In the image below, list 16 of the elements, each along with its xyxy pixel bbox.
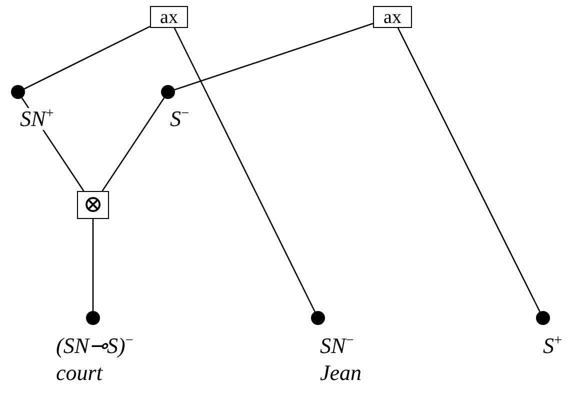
connector-line	[102, 97, 165, 192]
formula-label: SN$^{+}$	[20, 108, 54, 130]
connector-line	[174, 22, 374, 90]
connector-line	[24, 26, 150, 90]
node-dot	[536, 311, 550, 325]
node-dot	[161, 85, 175, 99]
node-dot	[311, 311, 325, 325]
connector-line	[92, 219, 94, 311]
formula-label: (SN⊸S)$^{−}$	[56, 335, 134, 357]
node-dot	[86, 311, 100, 325]
connector-line	[397, 28, 540, 312]
axiom-box: ax	[150, 6, 188, 28]
node-dot	[11, 85, 25, 99]
connector-line	[174, 28, 316, 312]
axiom-box: ax	[373, 6, 412, 28]
tensor-box: ⊗	[77, 191, 109, 219]
